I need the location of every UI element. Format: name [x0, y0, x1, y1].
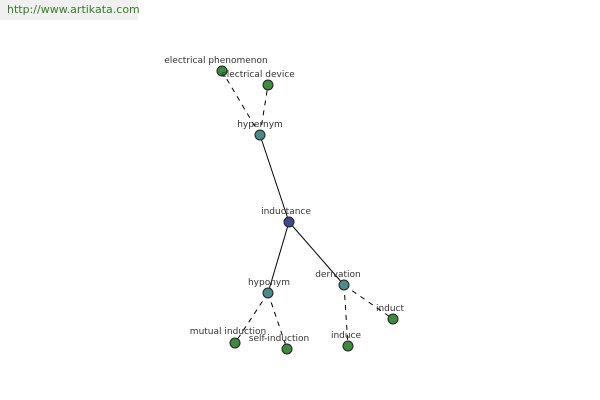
derivation-node-dot[interactable]	[338, 279, 350, 291]
node-induct[interactable]: induct	[376, 304, 405, 325]
node-hyponym[interactable]: hyponym	[248, 278, 290, 299]
hypernym-node-dot[interactable]	[254, 129, 266, 141]
nodes: inductance hypernym electrical phenomeno…	[164, 56, 405, 355]
node-induce[interactable]: induce	[331, 331, 362, 352]
edge-derivation-induce	[343, 284, 349, 347]
root-node-label: inductance	[261, 207, 311, 217]
hypernym-node-label: hypernym	[237, 120, 283, 130]
electrical-phenomenon-node-dot[interactable]	[216, 65, 228, 77]
induce-node-dot[interactable]	[342, 340, 354, 352]
induct-node-dot[interactable]	[387, 313, 399, 325]
node-derivation[interactable]: derivation	[315, 270, 361, 291]
induct-node-label: induct	[376, 304, 405, 314]
edge-root-derivation	[288, 221, 345, 286]
self-induction-node-dot[interactable]	[281, 343, 293, 355]
hyponym-node-dot[interactable]	[262, 287, 274, 299]
induce-node-label: induce	[331, 331, 362, 341]
edges	[221, 70, 394, 350]
edge-hypernym-electrical-device	[259, 84, 269, 136]
node-root[interactable]: inductance	[261, 207, 311, 228]
mutual-induction-node-label: mutual induction	[190, 327, 266, 337]
node-mutual-induction[interactable]: mutual induction	[190, 327, 266, 349]
edge-root-hyponym	[267, 221, 290, 294]
electrical-device-node-dot[interactable]	[262, 79, 274, 91]
node-self-induction[interactable]: self-induction	[249, 334, 309, 355]
node-hypernym[interactable]: hypernym	[237, 120, 283, 141]
derivation-node-label: derivation	[315, 270, 361, 280]
mutual-induction-node-dot[interactable]	[229, 337, 241, 349]
node-electrical-phenomenon[interactable]: electrical phenomenon	[164, 56, 268, 77]
electrical-device-node-label: electrical device	[221, 70, 295, 80]
root-node-dot[interactable]	[283, 216, 295, 228]
edge-hypernym-electrical-phenomenon	[221, 70, 261, 136]
edge-root-hypernym	[259, 134, 290, 223]
electrical-phenomenon-node-label: electrical phenomenon	[164, 56, 267, 66]
node-electrical-device[interactable]: electrical device	[221, 70, 295, 91]
hyponym-node-label: hyponym	[248, 278, 290, 288]
site-url-link[interactable]: http://www.artikata.com	[0, 0, 140, 20]
self-induction-node-label: self-induction	[249, 334, 309, 344]
